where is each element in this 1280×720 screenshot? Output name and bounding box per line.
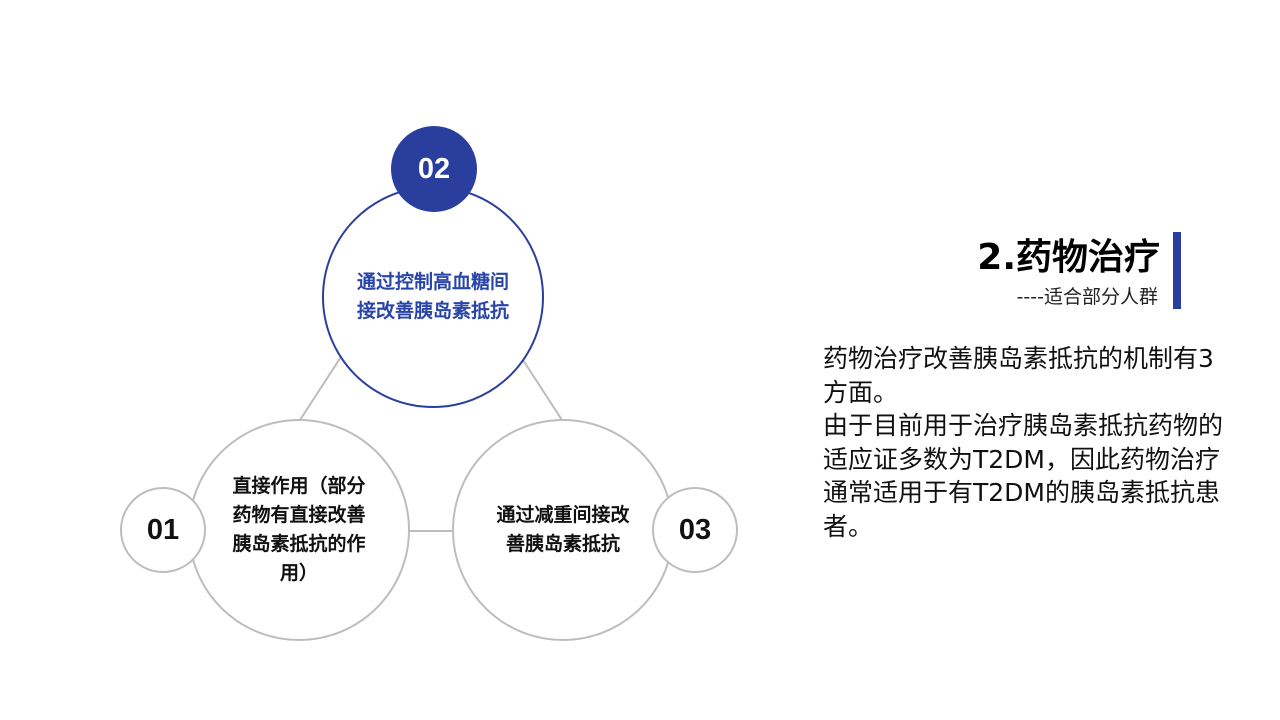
- section-title: 2.药物治疗: [977, 237, 1160, 278]
- section-heading: 2.药物治疗 ----适合部分人群: [977, 232, 1160, 310]
- description-paragraph-2: 由于目前用于治疗胰岛素抵抗药物的适应证多数为T2DM，因此药物治疗通常适用于有T…: [823, 411, 1224, 541]
- node-02-badge: 02: [391, 126, 477, 212]
- description-paragraph-1: 药物治疗改善胰岛素抵抗的机制有3方面。: [823, 344, 1214, 407]
- node-01-badge: 01: [120, 487, 206, 573]
- node-03-text: 通过减重间接改善胰岛素抵抗: [496, 504, 630, 555]
- node-03-circle: 通过减重间接改善胰岛素抵抗: [452, 419, 674, 641]
- node-01-text: 直接作用（部分药物有直接改善胰岛素抵抗的作用）: [232, 475, 366, 584]
- node-01-circle: 直接作用（部分药物有直接改善胰岛素抵抗的作用）: [188, 419, 410, 641]
- description-text: 药物治疗改善胰岛素抵抗的机制有3方面。 由于目前用于治疗胰岛素抵抗药物的适应证多…: [823, 342, 1223, 543]
- node-02-text: 通过控制高血糖间接改善胰岛素抵抗: [357, 271, 510, 322]
- connector-bottom: [408, 530, 458, 532]
- accent-bar: [1173, 232, 1181, 309]
- section-subtitle: ----适合部分人群: [1016, 286, 1158, 308]
- node-02-circle: 通过控制高血糖间接改善胰岛素抵抗: [322, 186, 544, 408]
- node-03-badge: 03: [652, 487, 738, 573]
